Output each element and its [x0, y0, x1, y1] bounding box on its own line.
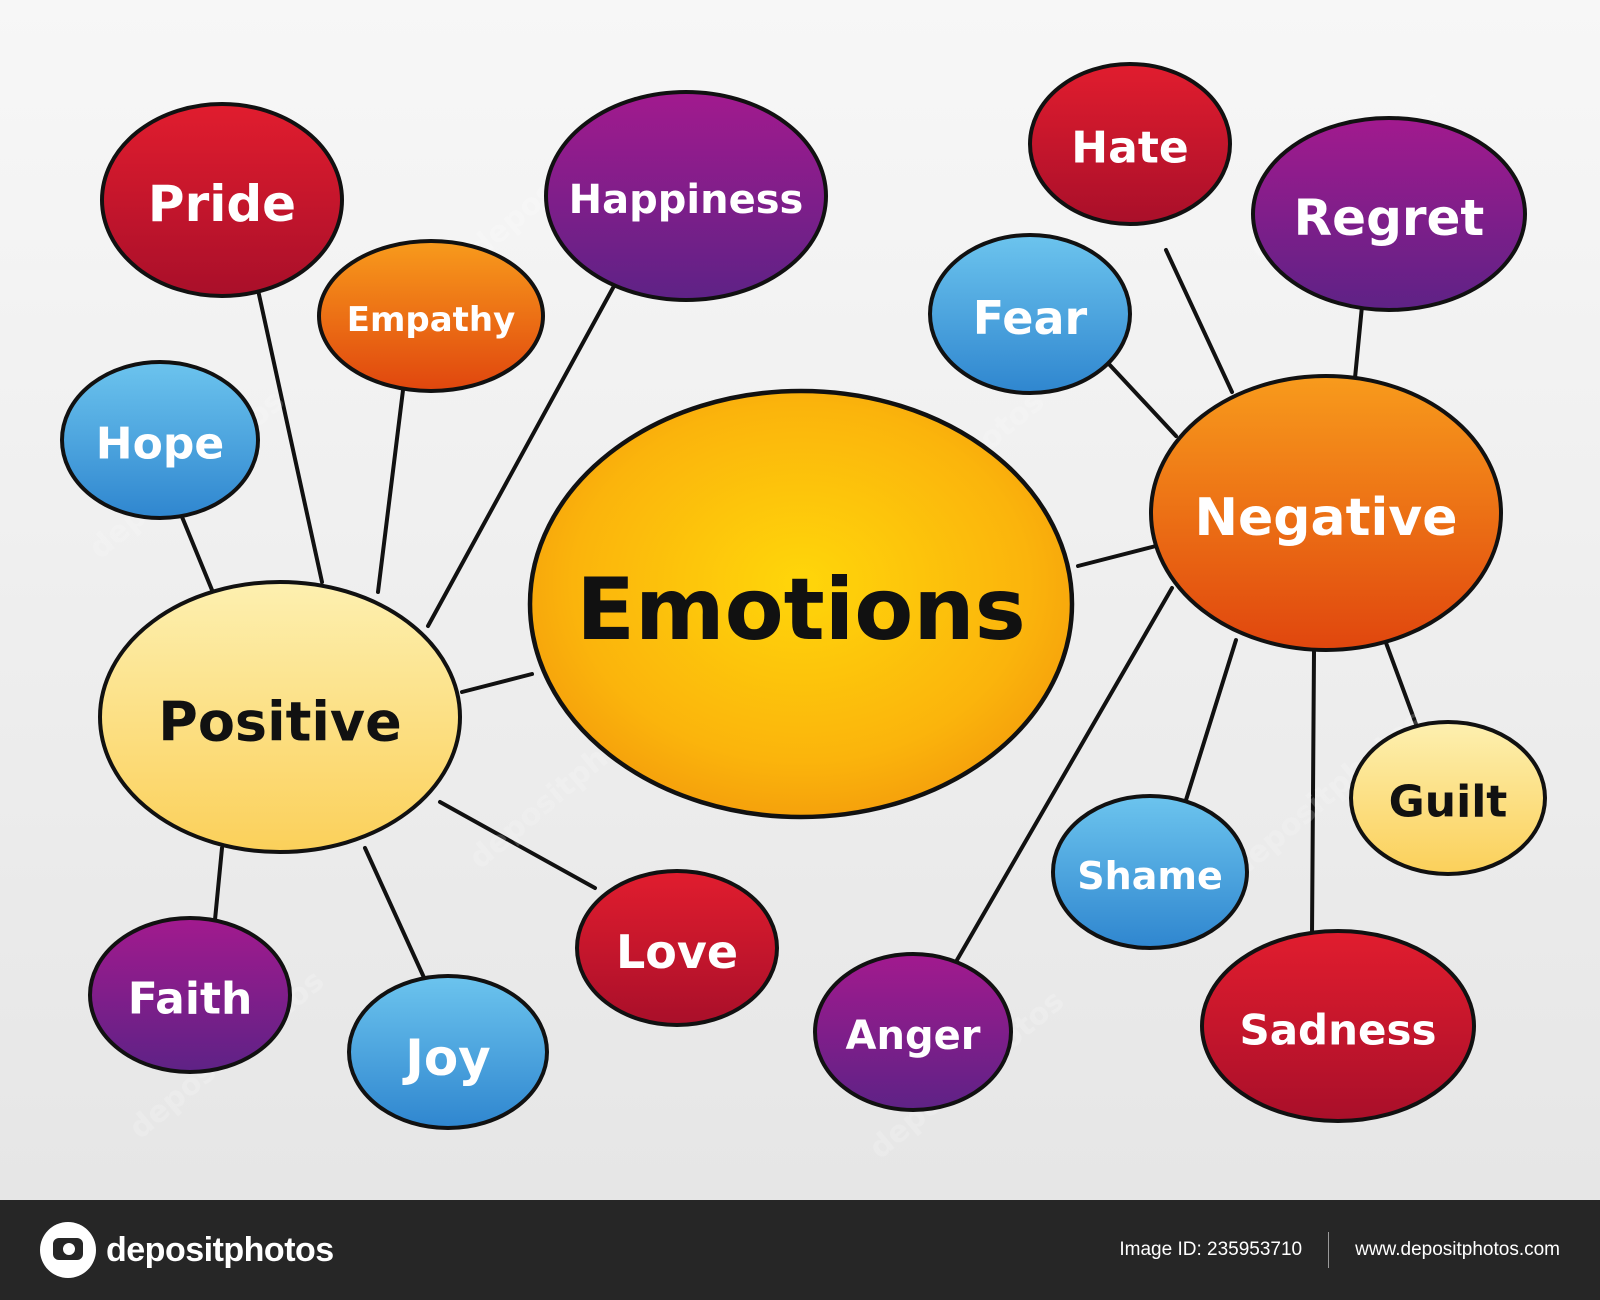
node-anger: Anger — [813, 952, 1013, 1112]
node-joy: Joy — [347, 974, 549, 1130]
positive-node-label: Positive — [158, 691, 401, 754]
image-id: Image ID: 235953710 — [1119, 1239, 1303, 1260]
node-fear-label: Fear — [973, 291, 1088, 345]
node-happiness: Happiness — [544, 90, 828, 302]
center-node: Emotions — [527, 388, 1075, 820]
node-hate: Hate — [1028, 62, 1232, 226]
node-pride: Pride — [100, 102, 344, 298]
footer-bar: depositphotos Image ID: 235953710 www.de… — [0, 1200, 1600, 1300]
node-sadness-label: Sadness — [1239, 1006, 1436, 1055]
node-faith: Faith — [88, 916, 292, 1074]
connector-positive-hope — [178, 510, 214, 592]
connector-negative-shame — [1184, 638, 1238, 802]
mind-map-canvas: depositphotos depositphotos depositphoto… — [0, 0, 1600, 1200]
camera-icon — [40, 1222, 96, 1278]
center-node-shape — [527, 388, 1075, 820]
connector-positive-joy — [363, 846, 428, 984]
node-guilt-label: Guilt — [1389, 777, 1508, 828]
connector-center-negative — [1076, 544, 1158, 568]
node-fear: Fear — [928, 233, 1132, 395]
connector-positive-happiness — [426, 284, 616, 628]
node-anger-label: Anger — [846, 1013, 981, 1059]
node-shame-label: Shame — [1077, 854, 1222, 898]
connector-positive-love — [438, 800, 597, 890]
connector-positive-empathy — [376, 372, 407, 594]
node-pride-label: Pride — [148, 175, 296, 233]
connector-negative-fear — [1105, 360, 1178, 438]
connector-center-positive — [460, 672, 534, 694]
negative-node: Negative — [1149, 374, 1503, 652]
positive-node: Positive — [98, 580, 462, 854]
node-faith-label: Faith — [128, 974, 253, 1025]
negative-node-label: Negative — [1195, 488, 1458, 548]
node-shame: Shame — [1051, 794, 1249, 950]
connector-negative-guilt — [1380, 630, 1422, 737]
node-regret: Regret — [1251, 116, 1527, 312]
node-hope: Hope — [60, 360, 260, 520]
node-love: Love — [575, 869, 779, 1027]
footer-meta: Image ID: 235953710 www.depositphotos.co… — [1119, 1200, 1560, 1300]
footer-divider — [1328, 1232, 1330, 1268]
connector-negative-anger — [955, 586, 1174, 962]
connector-negative-regret — [1353, 304, 1364, 380]
node-joy-label: Joy — [402, 1029, 491, 1087]
connector-positive-pride — [256, 288, 324, 584]
node-sadness: Sadness — [1200, 929, 1476, 1123]
connector-negative-sadness — [1310, 650, 1316, 937]
node-hate-label: Hate — [1071, 123, 1188, 174]
node-regret-label: Regret — [1294, 189, 1485, 247]
brand-logo[interactable]: depositphotos — [40, 1222, 334, 1278]
negative-node-shape — [1149, 374, 1503, 652]
connector-negative-hate — [1164, 248, 1234, 394]
connector-positive-faith — [212, 846, 224, 932]
mind-map: depositphotos depositphotos depositphoto… — [0, 0, 1600, 1200]
node-love-label: Love — [616, 925, 738, 979]
node-hope-label: Hope — [96, 419, 224, 470]
node-empathy: Empathy — [317, 239, 545, 393]
node-guilt: Guilt — [1349, 720, 1547, 876]
positive-node-shape — [98, 580, 462, 854]
node-happiness-label: Happiness — [569, 177, 804, 223]
center-node-label: Emotions — [576, 560, 1026, 660]
brand-name: depositphotos — [106, 1230, 334, 1269]
node-empathy-label: Empathy — [347, 300, 516, 340]
connectors — [178, 248, 1422, 984]
website-link[interactable]: www.depositphotos.com — [1355, 1239, 1560, 1260]
